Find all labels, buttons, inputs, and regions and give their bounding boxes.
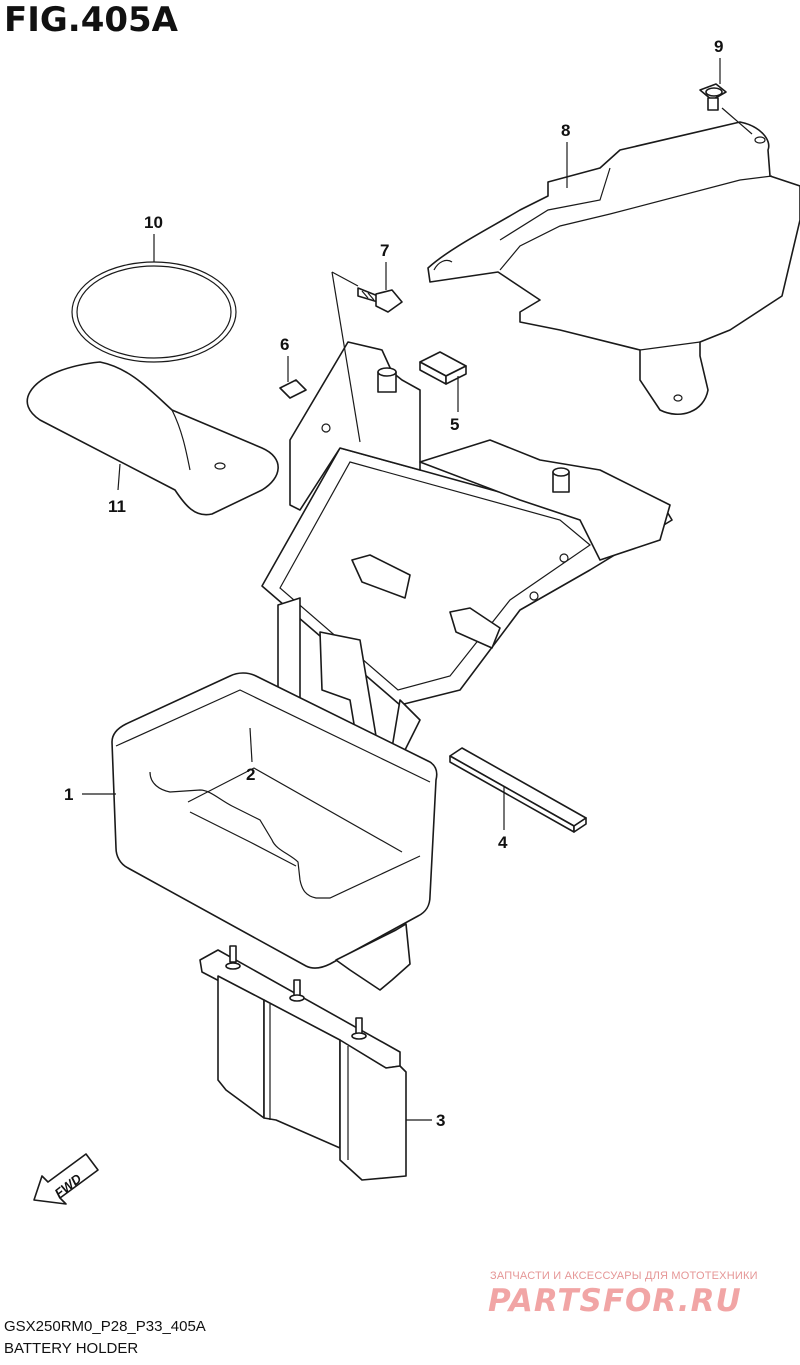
callout-9: 9 — [714, 37, 723, 56]
leader-lines — [82, 58, 753, 1121]
callout-5: 5 — [450, 415, 459, 434]
part-1-battery-box — [111, 672, 438, 991]
part-10-band — [71, 261, 237, 363]
diagram-code: GSX250RM0_P28_P33_405A — [4, 1318, 206, 1335]
callout-4: 4 — [498, 833, 508, 852]
callout-7: 7 — [380, 241, 389, 260]
callout-2: 2 — [246, 765, 255, 784]
part-3-plate — [199, 945, 407, 1181]
part-6-small-pad — [279, 379, 307, 399]
callout-6: 6 — [280, 335, 289, 354]
callout-8: 8 — [561, 121, 570, 140]
diagram-caption: BATTERY HOLDER — [4, 1340, 139, 1357]
part-8-cover — [427, 121, 800, 415]
battery-bracket-frame — [261, 341, 673, 761]
figure-title: FIG.405A — [4, 0, 178, 40]
part-4-strip — [449, 747, 587, 833]
part-9-clip — [699, 83, 727, 111]
callout-10: 10 — [144, 213, 163, 232]
callout-1: 1 — [64, 785, 73, 804]
part-5-block — [419, 351, 467, 385]
fwd-arrow-icon: FWD — [33, 1153, 99, 1205]
callout-3: 3 — [436, 1111, 445, 1130]
callout-11: 11 — [108, 497, 126, 516]
part-11-pad — [26, 361, 279, 516]
watermark-logo: PARTSFOR.RU — [488, 1283, 742, 1319]
part-7-bolt — [357, 287, 403, 313]
watermark-subtitle: ЗАПЧАСТИ И АКСЕССУАРЫ ДЛЯ МОТОТЕХНИКИ — [490, 1270, 758, 1282]
